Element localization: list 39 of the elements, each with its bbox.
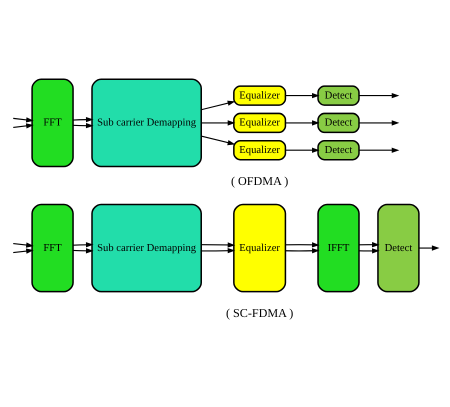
node-box: FFT: [30, 78, 74, 168]
arrow: [418, 245, 439, 251]
arrow: [201, 242, 235, 248]
arrow: [358, 242, 380, 248]
arrow: [72, 248, 94, 254]
arrow: [12, 123, 34, 129]
node-box: Sub carrier Demapping: [90, 204, 202, 292]
arrow: [285, 120, 320, 126]
arrow: [285, 148, 320, 153]
arrow: [12, 117, 34, 123]
node-box: Equalizer: [232, 140, 286, 160]
arrow: [72, 116, 94, 122]
label: ( OFDMA ): [230, 174, 288, 188]
node-box: Equalizer: [232, 85, 286, 106]
node-box: FFT: [30, 204, 74, 292]
arrow: [285, 92, 320, 98]
arrow: [200, 100, 235, 110]
arrow: [358, 92, 399, 98]
arrow: [72, 122, 94, 128]
node-box: Equalizer: [232, 204, 286, 292]
arrow: [72, 242, 94, 248]
node-box: Equalizer: [232, 112, 286, 134]
node-box: Sub carrier Demapping: [90, 78, 202, 168]
arrow: [12, 242, 34, 248]
node-box: Detect: [376, 204, 420, 292]
arrow: [358, 148, 399, 153]
node-box: Detect: [316, 140, 360, 160]
arrow: [285, 242, 320, 248]
arrow: [358, 248, 380, 254]
node-box: Detect: [316, 112, 360, 134]
arrow: [12, 248, 34, 254]
arrow: [201, 120, 235, 126]
node-box: Detect: [316, 85, 360, 106]
node-box: IFFT: [316, 204, 360, 292]
arrow: [358, 120, 399, 126]
label: ( SC-FDMA ): [225, 306, 293, 320]
arrow: [285, 248, 320, 254]
arrow: [201, 248, 235, 254]
arrow: [200, 136, 235, 146]
